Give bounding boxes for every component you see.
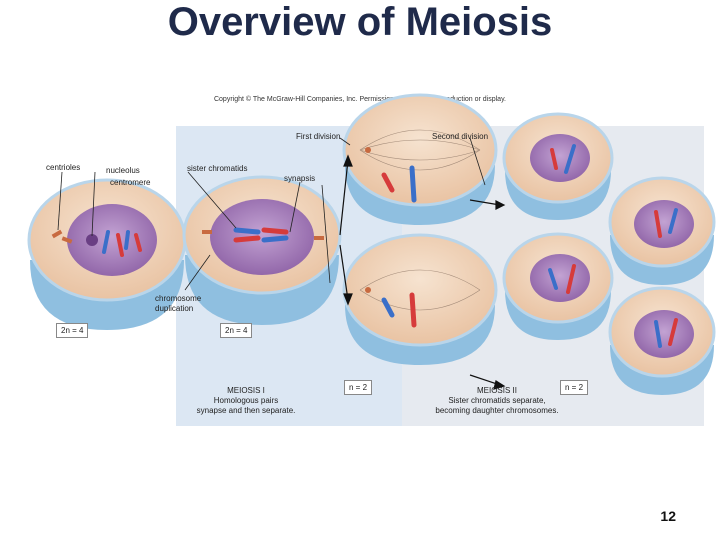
cell-3-division1-top xyxy=(342,93,498,225)
synapsis-label: synapsis xyxy=(284,174,316,183)
meiosis2-line1: Sister chromatids separate, xyxy=(448,396,546,405)
meiosis2-caption: MEIOSIS II Sister chromatids separate, b… xyxy=(412,386,582,416)
cell-7-daughter xyxy=(502,232,614,340)
sister-chromatids-label: sister chromatids xyxy=(187,164,248,173)
ploidy-meiosis1-badge: n = 2 xyxy=(344,380,373,395)
meiosis2-title: MEIOSIS II xyxy=(476,386,517,395)
first-division-label: First division xyxy=(296,132,341,141)
nucleolus-label: nucleolus xyxy=(106,166,140,175)
page-number: 12 xyxy=(660,508,676,524)
cell-2-synapsis xyxy=(182,175,342,325)
chromosome-duplication-label-line1: chromosome xyxy=(155,294,202,303)
cell-4-division1-bottom xyxy=(342,233,498,365)
cell-1-interphase xyxy=(27,178,187,330)
meiosis1-line1: Homologous pairs xyxy=(213,396,279,405)
meiosis1-caption: MEIOSIS I Homologous pairs synapse and t… xyxy=(176,386,316,416)
meiosis1-title: MEIOSIS I xyxy=(227,386,265,395)
cell-5-daughter xyxy=(502,112,614,220)
cell-8-daughter xyxy=(608,286,716,395)
chromosome-duplication-label-line2: duplication xyxy=(155,304,194,313)
cell-6-daughter xyxy=(608,176,716,285)
ploidy-meiosis2-badge: n = 2 xyxy=(560,380,589,395)
centrioles-label: centrioles xyxy=(46,163,81,172)
second-division-label: Second division xyxy=(432,132,489,141)
centromere-label: centromere xyxy=(110,178,151,187)
nucleolus-icon xyxy=(86,234,98,246)
page-title: Overview of Meiosis xyxy=(167,0,553,44)
copyright-notice: Copyright © The McGraw-Hill Companies, I… xyxy=(213,96,506,103)
meiosis2-line2: becoming daughter chromosomes. xyxy=(435,406,559,415)
meiosis1-line2: synapse and then separate. xyxy=(196,406,296,415)
ploidy-duplicated-badge: 2n = 4 xyxy=(220,323,253,338)
ploidy-start-badge: 2n = 4 xyxy=(56,323,89,338)
